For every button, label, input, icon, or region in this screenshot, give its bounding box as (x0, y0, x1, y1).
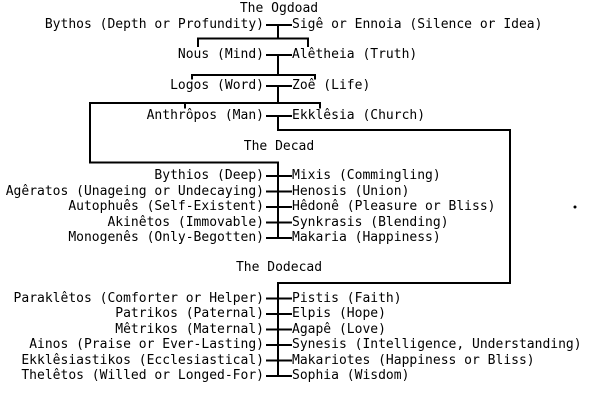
stray-dot (573, 205, 577, 209)
aeon-name-left: Logos (Word) (170, 78, 264, 93)
aeon-name-left: Nous (Mind) (177, 47, 264, 62)
couple-row: Thelêtos (Willed or Longed-For) Sophia (… (0, 367, 600, 385)
aeon-name-right: Makaria (Happiness) (292, 230, 441, 245)
couple-row: Monogenês (Only-Begotten) Makaria (Happi… (0, 229, 600, 247)
aeon-name-left: Paraklêtos (Comforter or Helper) (13, 290, 264, 306)
couple-row: Patrikos (Paternal) Elpis (Hope) (0, 305, 600, 323)
bracket-ogdoad-3 (89, 86, 321, 238)
aeon-name-left: Bythios (Deep) (154, 168, 264, 183)
section-title-decad: The Decad (243, 139, 315, 154)
couple-row: Agêratos (Unageing or Undecaying) Henosi… (0, 183, 600, 201)
aeon-name-right: Hêdonê (Pleasure or Bliss) (292, 199, 496, 214)
aeon-name-right: Sigê or Ennoia (Silence or Idea) (292, 17, 543, 32)
couple-row: Anthrôpos (Man) Ekklêsia (Church) (0, 107, 600, 125)
aeon-name-right: Elpis (Hope) (292, 306, 386, 321)
aeon-name-right: Zoê (Life) (292, 78, 371, 93)
trunk-to-dodecad (277, 116, 511, 376)
couple-row: Bythos (Depth or Profundity) Sigê or Enn… (0, 16, 600, 34)
aeon-name-right: Alêtheia (Truth) (292, 47, 418, 62)
bracket-ogdoad-2 (191, 55, 316, 80)
couple-row: Bythios (Deep) Mixis (Commingling) (0, 167, 600, 185)
section-title-dodecad: The Dodecad (235, 260, 323, 275)
aeon-name-left: Ekklêsiastikos (Ecclesiastical) (21, 352, 264, 368)
aeon-name-right: Henosis (Union) (292, 183, 410, 199)
couple-row: Ekklêsiastikos (Ecclesiastical) Makariot… (0, 352, 600, 370)
aeon-name-right: Makariotes (Happiness or Bliss) (292, 352, 535, 368)
aeon-name-left: Monogenês (Only-Begotten) (68, 230, 264, 245)
couple-row: Ainos (Praise or Ever-Lasting) Synesis (… (0, 336, 600, 354)
aeon-name-left: Patrikos (Paternal) (115, 306, 264, 321)
aeon-name-left: Autophuês (Self-Existent) (68, 199, 264, 214)
aeon-name-right: Mixis (Commingling) (292, 168, 441, 183)
couple-row: Logos (Word) Zoê (Life) (0, 77, 600, 95)
section-title-ogdoad: The Ogdoad (239, 1, 319, 16)
aeon-name-left: Agêratos (Unageing or Undecaying) (5, 183, 264, 199)
aeon-name-left: Bythos (Depth or Profundity) (44, 17, 264, 32)
aeon-name-left: Thelêtos (Willed or Longed-For) (21, 368, 264, 383)
couple-row: Paraklêtos (Comforter or Helper) Pistis … (0, 290, 600, 308)
aeon-name-right: Agapê (Love) (292, 321, 386, 337)
aeon-name-right: Ekklêsia (Church) (292, 108, 426, 123)
aeon-name-left: Anthrôpos (Man) (146, 108, 264, 123)
aeon-name-left: Akinêtos (Immovable) (107, 214, 264, 230)
aeon-name-right: Synkrasis (Blending) (292, 214, 449, 230)
couple-row: Nous (Mind) Alêtheia (Truth) (0, 46, 600, 64)
aeon-name-right: Synesis (Intelligence, Understanding) (292, 337, 582, 352)
couple-row: Akinêtos (Immovable) Synkrasis (Blending… (0, 214, 600, 232)
couple-row: Autophuês (Self-Existent) Hêdonê (Pleasu… (0, 198, 600, 216)
bracket-ogdoad-1 (197, 25, 309, 47)
aeon-name-right: Pistis (Faith) (292, 290, 402, 306)
aeon-name-left: Ainos (Praise or Ever-Lasting) (29, 337, 264, 352)
aeon-name-left: Mêtrikos (Maternal) (115, 321, 264, 337)
aeon-name-right: Sophia (Wisdom) (292, 368, 410, 383)
couple-row: Mêtrikos (Maternal) Agapê (Love) (0, 321, 600, 339)
